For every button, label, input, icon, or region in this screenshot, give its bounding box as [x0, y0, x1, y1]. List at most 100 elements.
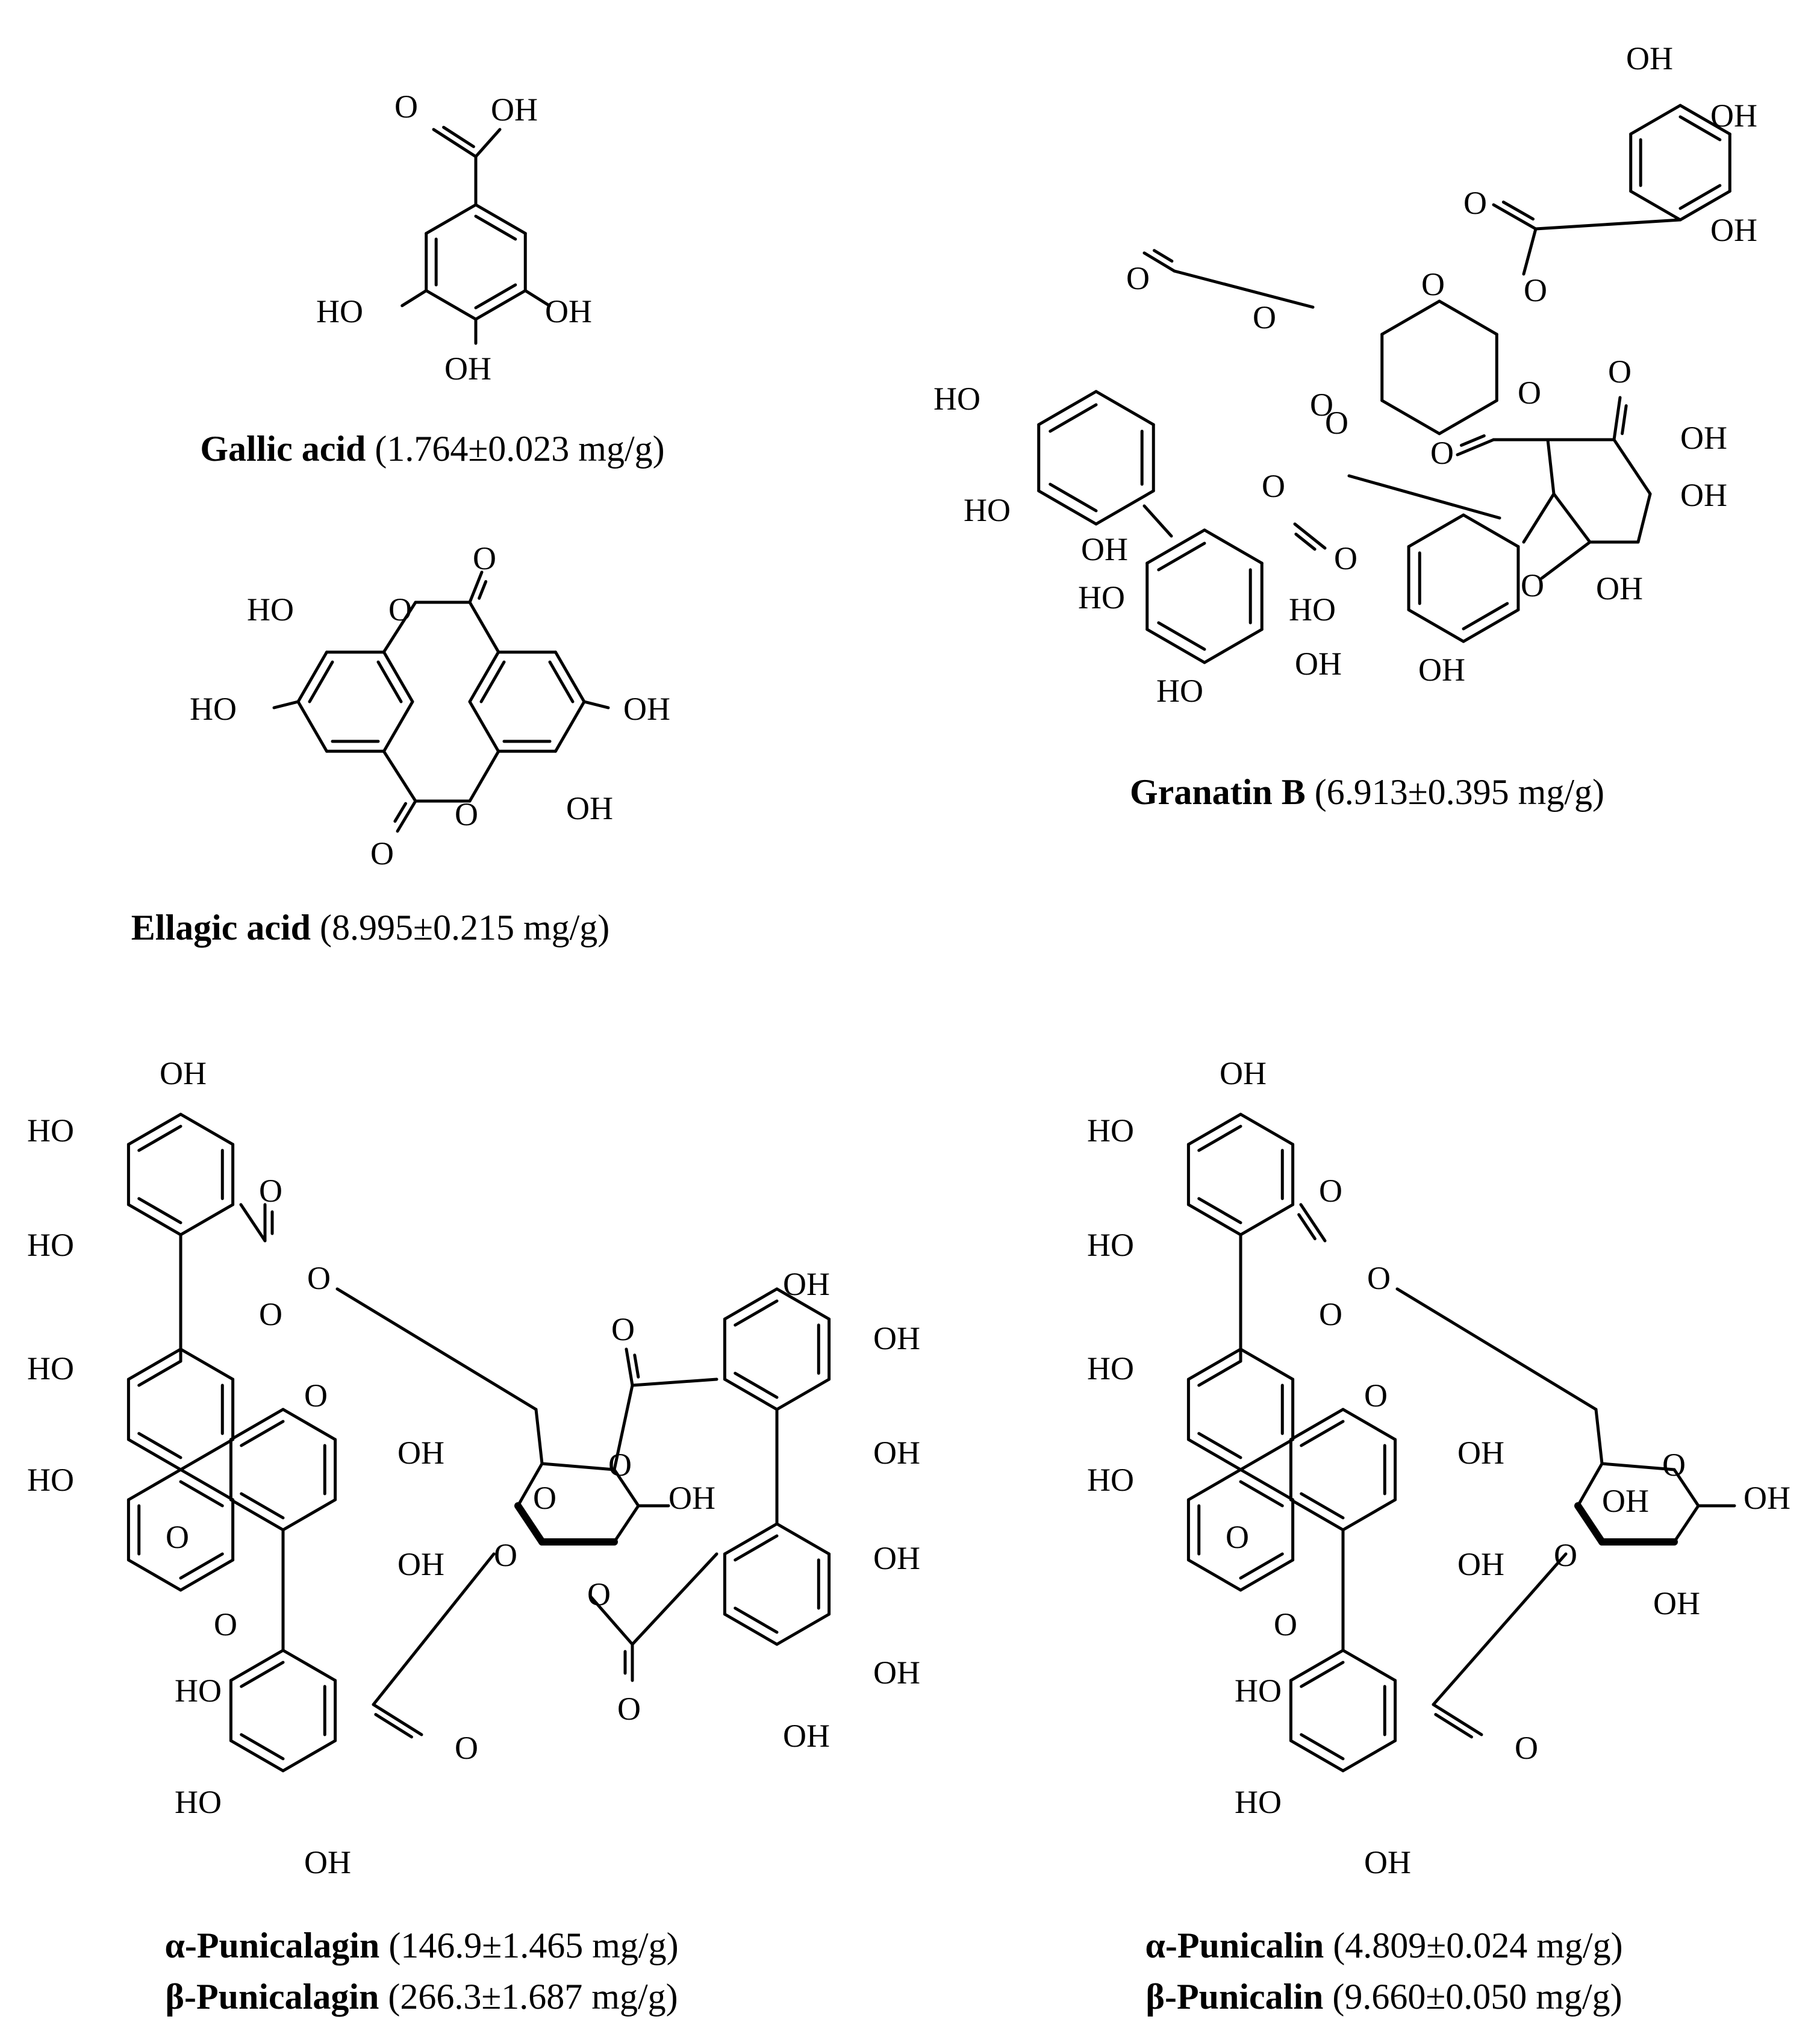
caption-gallic-acid: Gallic acid (1.764±0.023 mg/g) — [200, 429, 664, 469]
atom-label-o: O — [307, 1260, 331, 1296]
gallic-bond — [474, 128, 502, 158]
punicalagin-ring-bond — [126, 1438, 182, 1471]
atom-label-o: O — [473, 540, 496, 576]
granatin-bond — [1540, 540, 1592, 580]
punicalagin-ring-bond — [723, 1287, 779, 1321]
gallic-carbonyl — [432, 128, 478, 158]
punicalin-ring-bond — [1341, 1498, 1397, 1532]
punicalagin-ring-bond — [179, 1480, 224, 1508]
granatin-ring-bond — [1438, 299, 1498, 336]
ellagic-carbonyl — [393, 802, 408, 823]
atom-label-o: O — [1662, 1447, 1686, 1483]
punicalin-ring-bond — [1186, 1468, 1242, 1502]
punicalagin-ring-bond — [137, 1432, 182, 1459]
atom-label-oh: OH — [304, 1844, 351, 1880]
caption-beta-punicalagin: β-Punicalagin (266.3±1.687 mg/g) — [165, 1977, 678, 2017]
atom-label-o: O — [370, 835, 394, 872]
punicalagin-ring-bond — [281, 1408, 337, 1441]
punicalin-bond — [1672, 1468, 1700, 1508]
atom-label-ho: HO — [1087, 1462, 1134, 1498]
atom-label-oh: OH — [668, 1480, 715, 1516]
punicalin-ring-bond — [1239, 1112, 1295, 1146]
punicalagin-bond — [631, 1377, 718, 1387]
atom-label-o: O — [1518, 375, 1541, 411]
punicalin-ring-bond — [1341, 1649, 1397, 1682]
granatin-ring-bond — [1678, 190, 1731, 222]
atom-label-ho: HO — [316, 293, 363, 329]
punicalagin-ring-bond — [229, 1498, 285, 1532]
punicalagin-ring-bond — [126, 1203, 182, 1237]
atom-label-o: O — [166, 1519, 189, 1555]
granatin-carbonyl — [1612, 396, 1622, 441]
punicalagin-ring-bond — [126, 1558, 182, 1592]
atom-label-oh: OH — [1220, 1055, 1267, 1091]
atom-label-o: O — [1421, 266, 1445, 302]
atom-label-o: O — [1319, 1173, 1342, 1209]
granatin-ring-bond — [1678, 104, 1731, 136]
atom-label-oh: OH — [873, 1320, 920, 1356]
punicalagin-ring-bond — [775, 1522, 831, 1556]
punicalagin-bond — [335, 1287, 538, 1411]
atom-label-o: O — [1367, 1260, 1391, 1296]
granatin-ring-bond — [1407, 513, 1465, 548]
punicalagin-ring-bond — [229, 1649, 285, 1682]
punicalagin-ring-bond — [179, 1203, 235, 1237]
punicalin-ring-bond — [1186, 1347, 1242, 1381]
ellagic-ring-bond — [308, 660, 334, 703]
atom-label-o: O — [455, 796, 478, 832]
atom-label-oh: OH — [1602, 1483, 1649, 1519]
punicalagin-ring-bond — [734, 1534, 779, 1562]
atom-label-o: O — [533, 1480, 556, 1516]
atom-label-oh: OH — [1710, 98, 1757, 134]
ellagic-ring-bond — [296, 650, 328, 703]
punicalagin-bond — [540, 1462, 616, 1471]
atom-label-o: O — [494, 1537, 517, 1573]
atom-label-o: O — [1325, 405, 1348, 441]
gallic-ring-bond — [474, 214, 517, 241]
granatin-ring-bond — [1145, 628, 1206, 664]
atom-label-o: O — [1515, 1730, 1538, 1766]
punicalin-ring-bond — [1300, 1661, 1345, 1688]
granatin-bond — [1636, 492, 1652, 544]
punicalin-ring-bond — [1197, 1359, 1242, 1387]
granatin-ring-bond — [1462, 602, 1509, 631]
punicalagin-bond — [588, 1594, 634, 1646]
punicalin-bond — [1432, 1552, 1568, 1706]
punicalagin-ring-bond — [723, 1377, 779, 1411]
atom-label-o: O — [1226, 1519, 1249, 1555]
punicalagin-ring-bond — [137, 1359, 182, 1387]
granatin-ring-bond — [1629, 104, 1682, 136]
punicalin-ring-bond — [1289, 1649, 1345, 1682]
punicalin-ring-bond — [1239, 1552, 1284, 1580]
granatin-bond — [1534, 218, 1682, 231]
atom-label-oh: OH — [873, 1540, 920, 1576]
punicalin-ring-bond — [1289, 1498, 1345, 1532]
gallic-ring-bond — [474, 283, 517, 310]
punicalagin-ring-bond — [179, 1112, 235, 1146]
punicalin-ring-bond — [1197, 1197, 1242, 1224]
ellagic-ring-bond — [382, 650, 414, 703]
atom-label-o: O — [214, 1606, 237, 1642]
gallic-ring-bond — [474, 289, 527, 321]
punicalagin-bond — [612, 1468, 640, 1508]
granatin-ring-bond — [1094, 489, 1155, 526]
granatin-carbonyl — [1459, 434, 1486, 447]
punicalagin-carbonyl — [633, 1353, 640, 1379]
punicalagin-ring-bond — [126, 1468, 182, 1502]
ellagic-ring-bond — [554, 650, 586, 703]
punicalagin-ring-bond — [179, 1468, 235, 1502]
gallic-ring-bond — [425, 203, 478, 235]
punicalin-ring-bond — [1197, 1125, 1242, 1152]
atom-label-o: O — [1608, 354, 1631, 390]
ellagic-bond — [272, 700, 300, 710]
granatin-bond — [1522, 227, 1538, 276]
atom-label-ho: HO — [1078, 579, 1125, 616]
atom-label-ho: HO — [27, 1462, 74, 1498]
granatin-bond — [1522, 492, 1556, 544]
granatin-ring-bond — [1462, 513, 1520, 548]
atom-label-oh: OH — [1680, 477, 1727, 513]
ellagic-carbonyl — [478, 580, 488, 600]
caption-alpha-punicalagin: α-Punicalagin (146.9±1.465 mg/g) — [164, 1926, 678, 1965]
atom-label-o: O — [1334, 540, 1357, 576]
